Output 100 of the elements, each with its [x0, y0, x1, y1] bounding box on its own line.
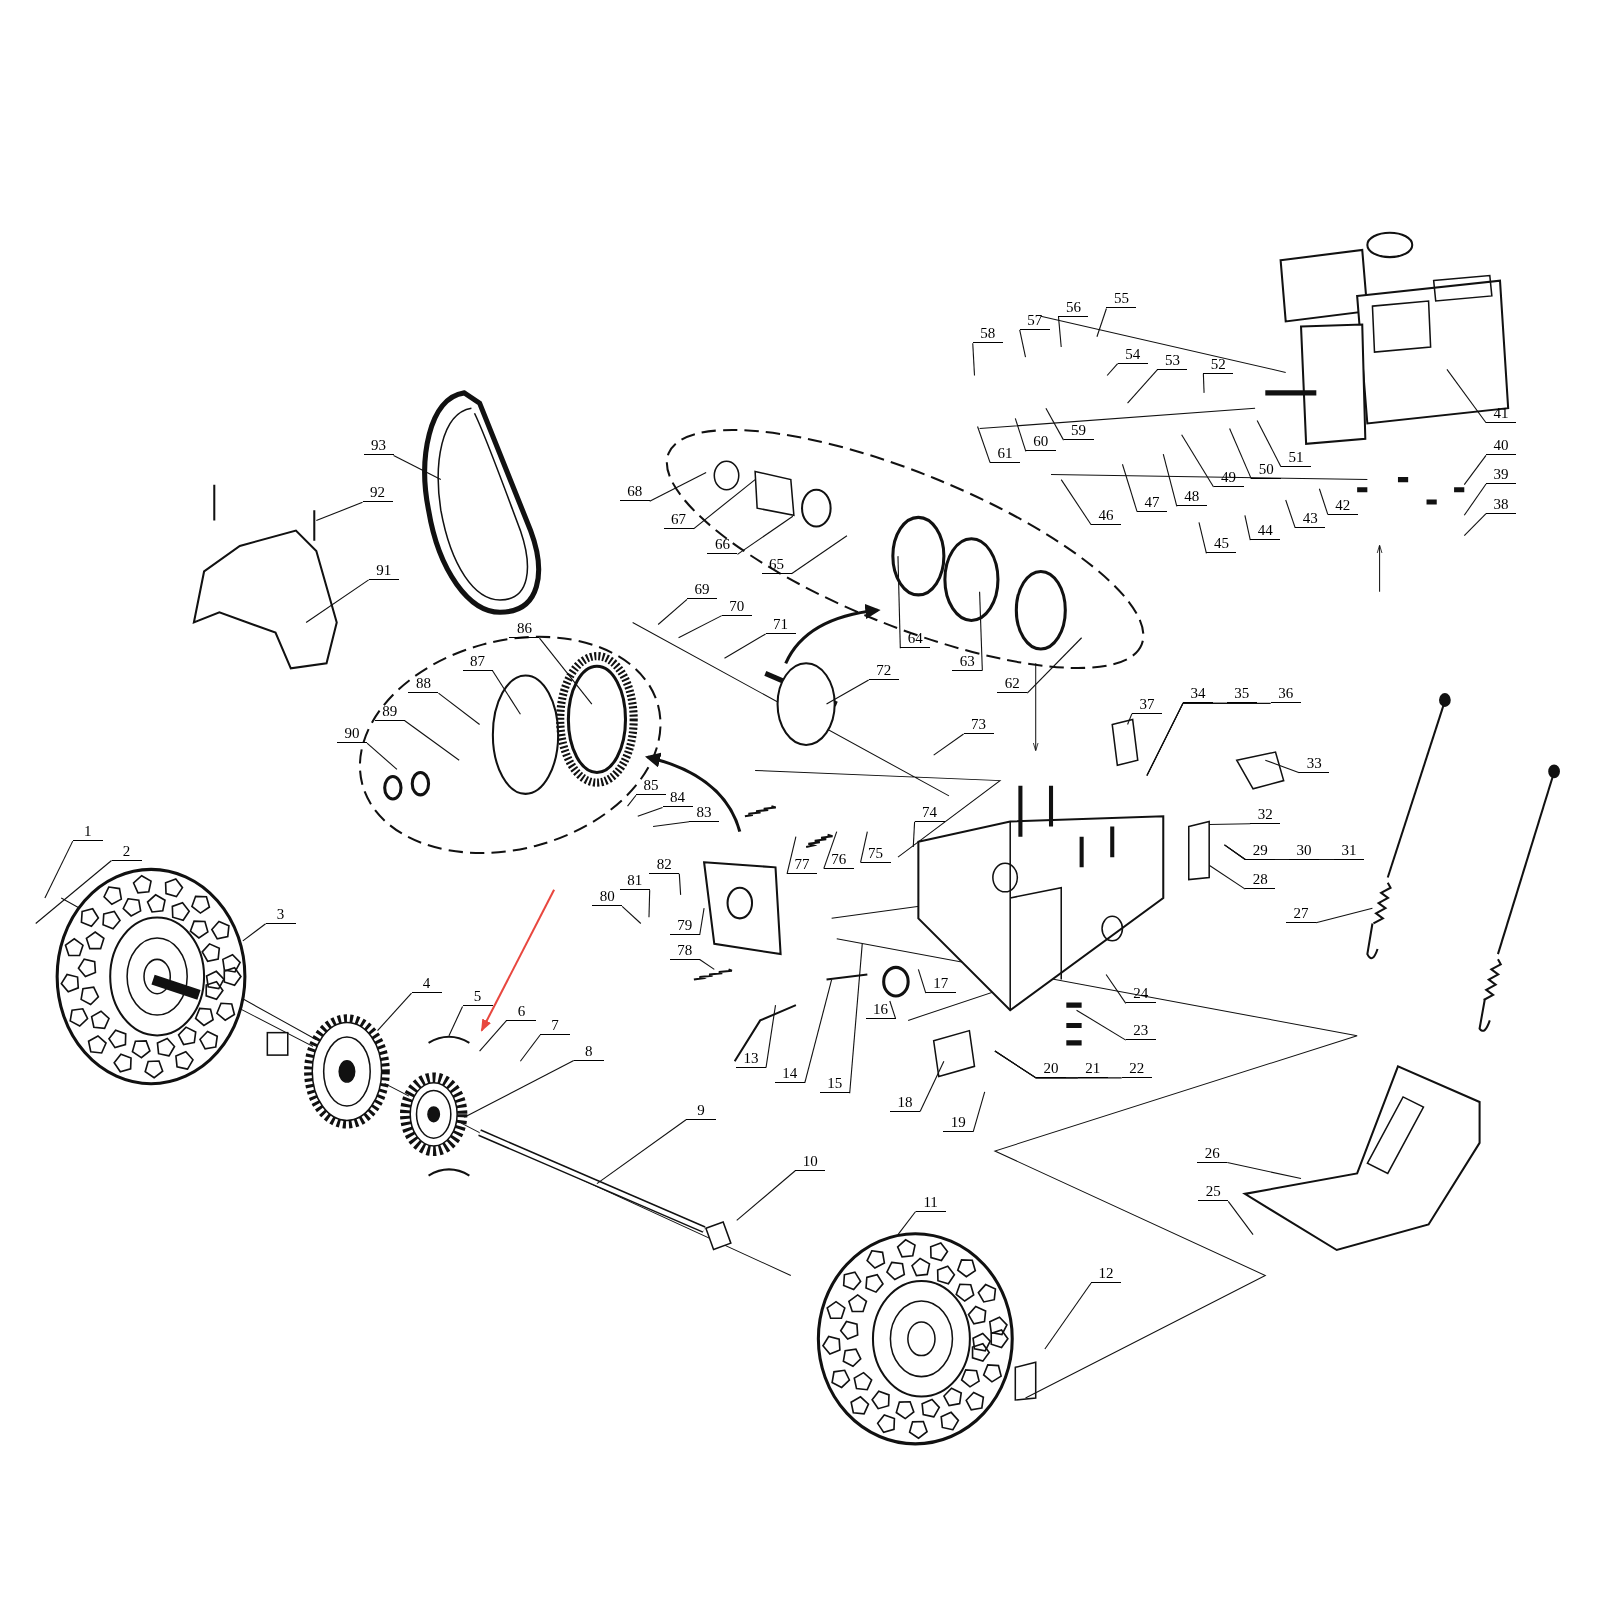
callout-number: 70 [721, 596, 752, 616]
leader-line [972, 342, 976, 377]
leader-line [377, 992, 413, 1032]
leader-line [242, 923, 267, 942]
callout-number: 8 [573, 1041, 604, 1061]
callout-number: 69 [687, 580, 718, 600]
callout-number: 16 [865, 999, 896, 1019]
callout-number: 58 [972, 324, 1003, 344]
callout-number: 28 [1245, 870, 1276, 890]
leader-line [1226, 1162, 1302, 1180]
callout-number: 46 [1091, 505, 1122, 525]
callout-number: 37 [1131, 694, 1162, 714]
leader-line [657, 598, 688, 626]
callout-number: 75 [860, 843, 891, 863]
callout-number: 12 [1091, 1263, 1122, 1283]
callout-number: 80 [592, 887, 623, 907]
leader-line [1463, 454, 1487, 486]
callout-number: 71 [765, 615, 796, 634]
leader-line [804, 979, 833, 1084]
callout-number: 18 [890, 1092, 921, 1112]
leader-line [44, 840, 74, 899]
callout-number: 59 [1063, 421, 1094, 441]
callout-number: 7 [540, 1016, 571, 1035]
callout-number: 64 [900, 629, 931, 649]
leader-line [723, 633, 767, 659]
leader-line [35, 859, 113, 924]
leader-line [972, 1091, 986, 1133]
leader-line [897, 555, 901, 649]
callout-number: 19 [943, 1112, 974, 1132]
callout-number: 48 [1176, 487, 1207, 507]
leader-line [979, 591, 983, 672]
callout-number: 30 [1289, 840, 1320, 860]
leader-line [1019, 329, 1027, 358]
callout-number: 47 [1137, 492, 1168, 512]
callout-number: 77 [787, 854, 818, 874]
leader-line [1463, 483, 1487, 516]
callout-number: 22 [1121, 1058, 1152, 1078]
leader-line [492, 670, 521, 715]
callout-number: 86 [509, 619, 540, 639]
callout-number: 53 [1157, 350, 1188, 370]
leader-line [1127, 369, 1158, 404]
callout-number: 38 [1486, 494, 1516, 514]
callout-number: 79 [669, 916, 700, 935]
callout-number: 73 [963, 715, 994, 734]
leader-line [1127, 713, 1133, 726]
leader-line [1315, 907, 1373, 924]
callout-number: 29 [1245, 840, 1276, 860]
callout-number: 63 [952, 651, 983, 671]
leader-line [1146, 702, 1272, 777]
callout-number: 61 [990, 443, 1021, 463]
leader-line [678, 873, 682, 896]
leader-line [393, 454, 442, 481]
leader-line [649, 471, 707, 502]
callout-number: 54 [1117, 344, 1148, 364]
callout-number: 60 [1025, 432, 1056, 452]
callout-number: 17 [925, 974, 956, 994]
leader-line [917, 968, 927, 994]
leader-line [479, 1020, 507, 1052]
leader-line [1198, 521, 1207, 554]
callout-number: 27 [1286, 903, 1316, 923]
leader-line [652, 821, 690, 828]
leader-line [437, 692, 481, 726]
leader-line [596, 1119, 687, 1185]
leader-line [1060, 479, 1092, 526]
leader-line [919, 1060, 945, 1113]
leader-line [699, 907, 705, 936]
leader-line [1318, 488, 1329, 516]
callout-number: 14 [774, 1063, 805, 1083]
leader-line [519, 1034, 541, 1062]
callout-number: 9 [686, 1100, 716, 1120]
leader-line [994, 1050, 1123, 1079]
callout-number: 26 [1197, 1143, 1228, 1163]
leader-line [621, 905, 642, 924]
callout-number: 62 [997, 674, 1028, 694]
callout-number: 57 [1019, 310, 1050, 330]
leader-line [693, 479, 756, 530]
leader-line [1463, 513, 1487, 537]
leader-line [1208, 864, 1246, 890]
callout-number: 25 [1198, 1182, 1229, 1202]
leader-line [823, 831, 838, 870]
leader-line [1105, 973, 1127, 1004]
leader-line [1076, 1009, 1127, 1041]
leader-line [1162, 453, 1178, 507]
leader-line [366, 742, 398, 770]
leader-line [648, 889, 651, 918]
callout-number: 33 [1299, 753, 1330, 773]
leader-line [538, 637, 593, 705]
callout-number: 68 [619, 482, 650, 502]
callout-number: 32 [1250, 804, 1281, 824]
leader-line [933, 733, 965, 756]
callout-number: 76 [823, 849, 854, 869]
leader-line [736, 1170, 796, 1221]
callout-number: 88 [408, 674, 439, 694]
callout-number: 44 [1250, 521, 1281, 541]
callout-number: 84 [662, 788, 693, 808]
leader-line [1096, 307, 1107, 338]
callout-number: 52 [1203, 354, 1234, 374]
callout-number: 3 [265, 904, 296, 924]
callout-number: 23 [1125, 1021, 1156, 1041]
callout-number: 43 [1295, 508, 1326, 528]
